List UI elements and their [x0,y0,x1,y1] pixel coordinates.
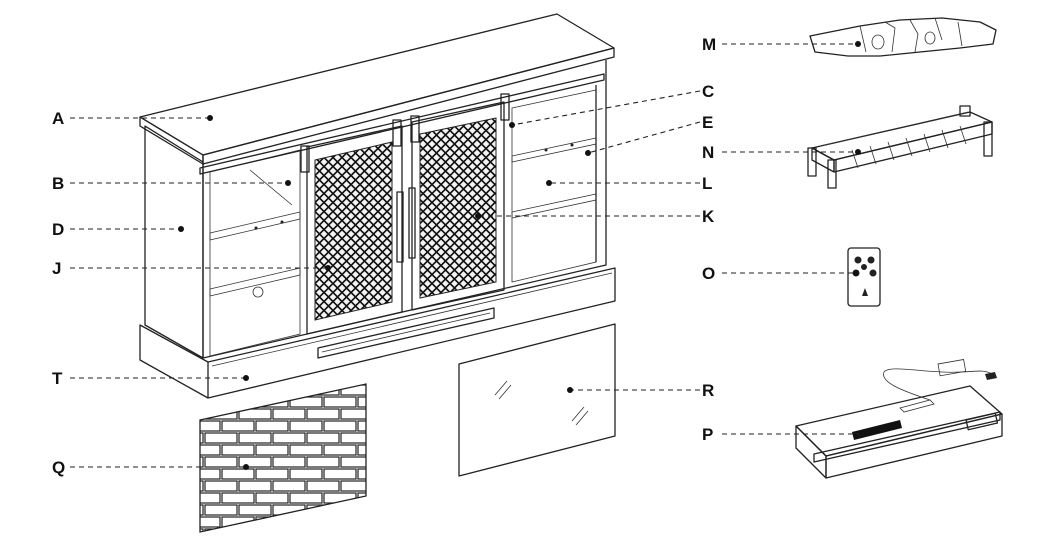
brick-back-panel [199,383,367,533]
label-A: A [52,109,64,128]
electric-fireplace-insert [795,359,1003,479]
label-B: B [52,174,64,193]
left-door [306,125,403,335]
label-E: E [702,113,713,132]
label-D: D [52,220,64,239]
glass-panel [458,323,616,477]
label-L: L [702,174,712,193]
callouts: A B D J T Q C E L K M N O R P [52,35,865,477]
log-set [809,17,997,57]
label-O: O [702,264,715,283]
remote-control [847,247,881,307]
label-K: K [702,207,715,226]
label-Q: Q [52,458,65,477]
tv-stand-cabinet [139,13,616,399]
right-door-mesh [419,117,497,299]
label-N: N [702,143,714,162]
label-C: C [702,82,714,101]
label-P: P [702,425,713,444]
side-panel [144,125,204,359]
label-T: T [52,369,63,388]
left-door-mesh [314,141,393,321]
label-R: R [702,381,714,400]
right-door [411,101,505,311]
log-grate [807,105,993,189]
top-panel [139,13,615,156]
label-J: J [52,259,61,278]
label-M: M [702,35,716,54]
